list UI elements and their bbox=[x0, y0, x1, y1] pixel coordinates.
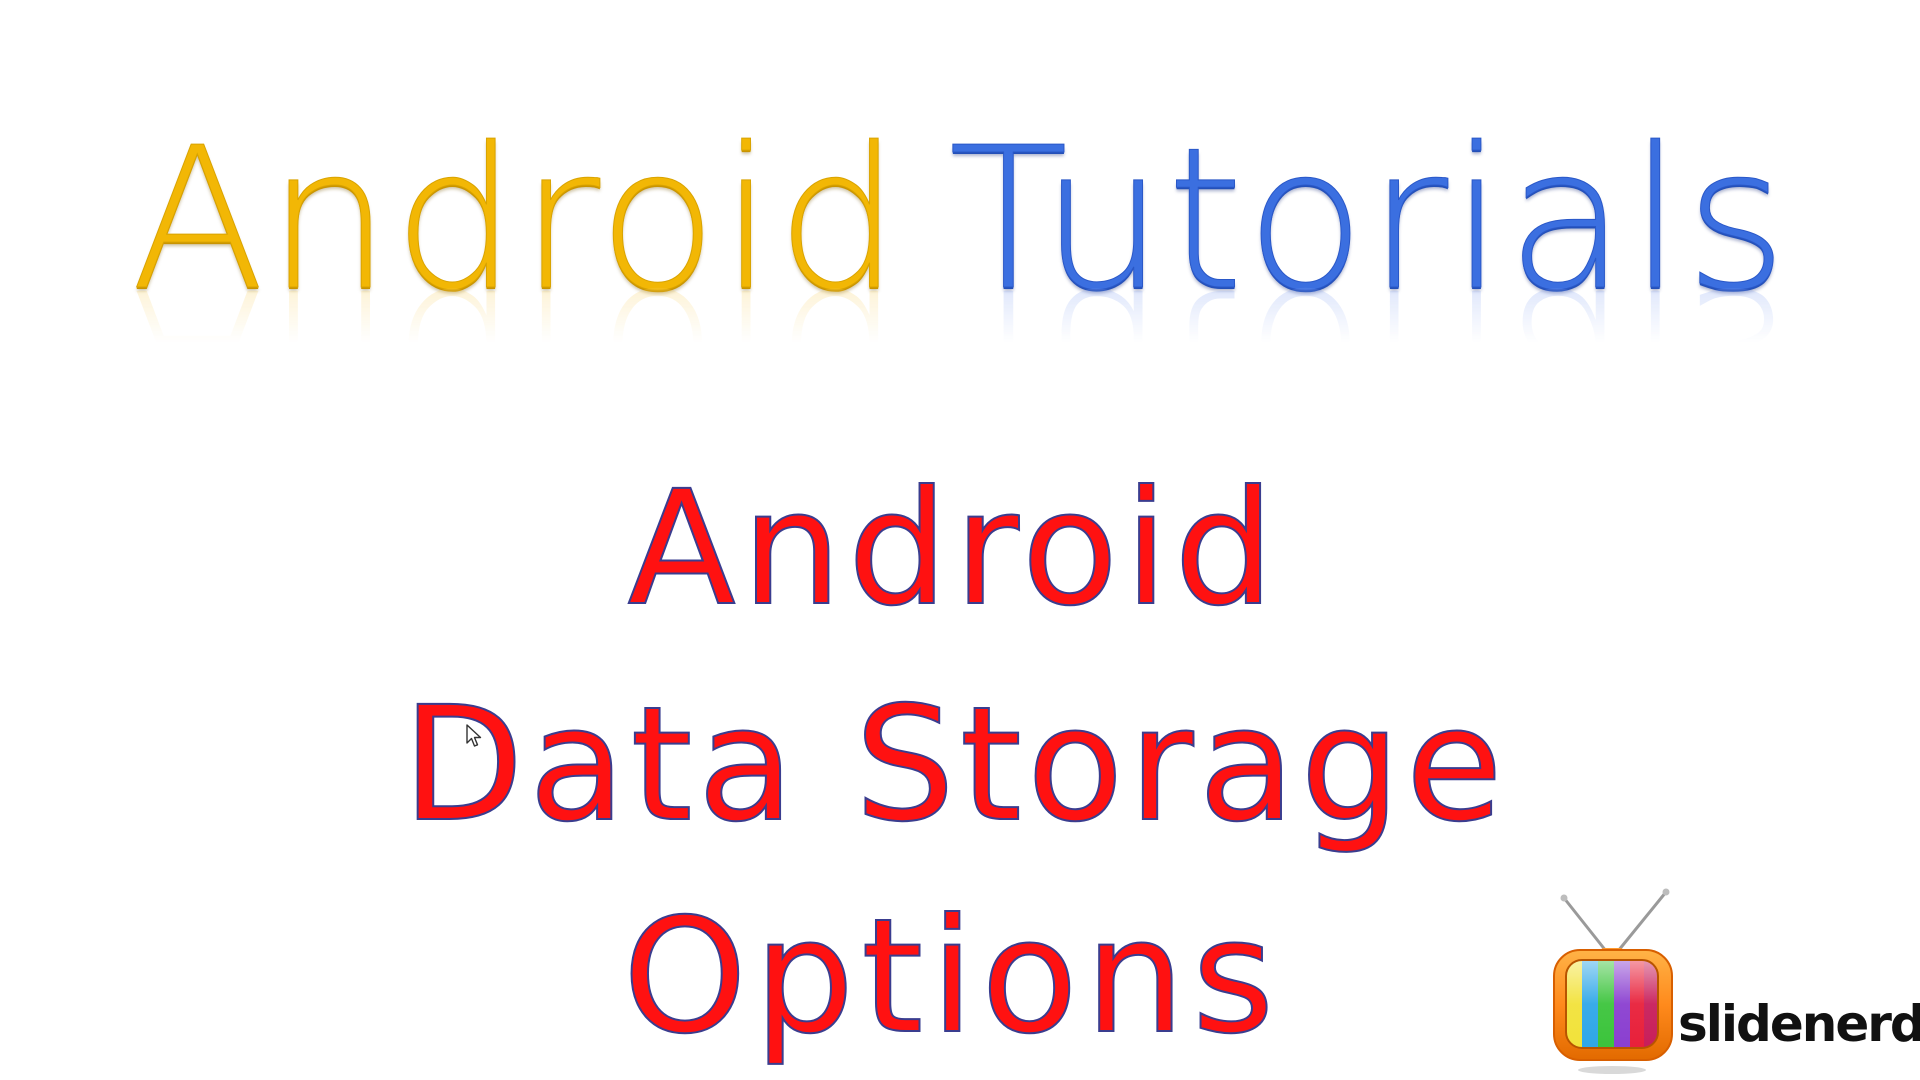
title-line-2: Data Storage bbox=[401, 673, 1508, 857]
title-line-3: Options bbox=[622, 885, 1282, 1069]
title-line-1: Android bbox=[627, 457, 1281, 641]
logo-text: slidenerd bbox=[1678, 995, 1920, 1053]
header-word-android: Android bbox=[130, 106, 903, 334]
retro-tv-icon bbox=[1553, 888, 1673, 1074]
mouse-cursor-icon bbox=[466, 724, 482, 747]
slidenerd-logo: slidenerd bbox=[1548, 884, 1920, 1080]
header-word-tutorials: Tutorials bbox=[948, 106, 1790, 334]
